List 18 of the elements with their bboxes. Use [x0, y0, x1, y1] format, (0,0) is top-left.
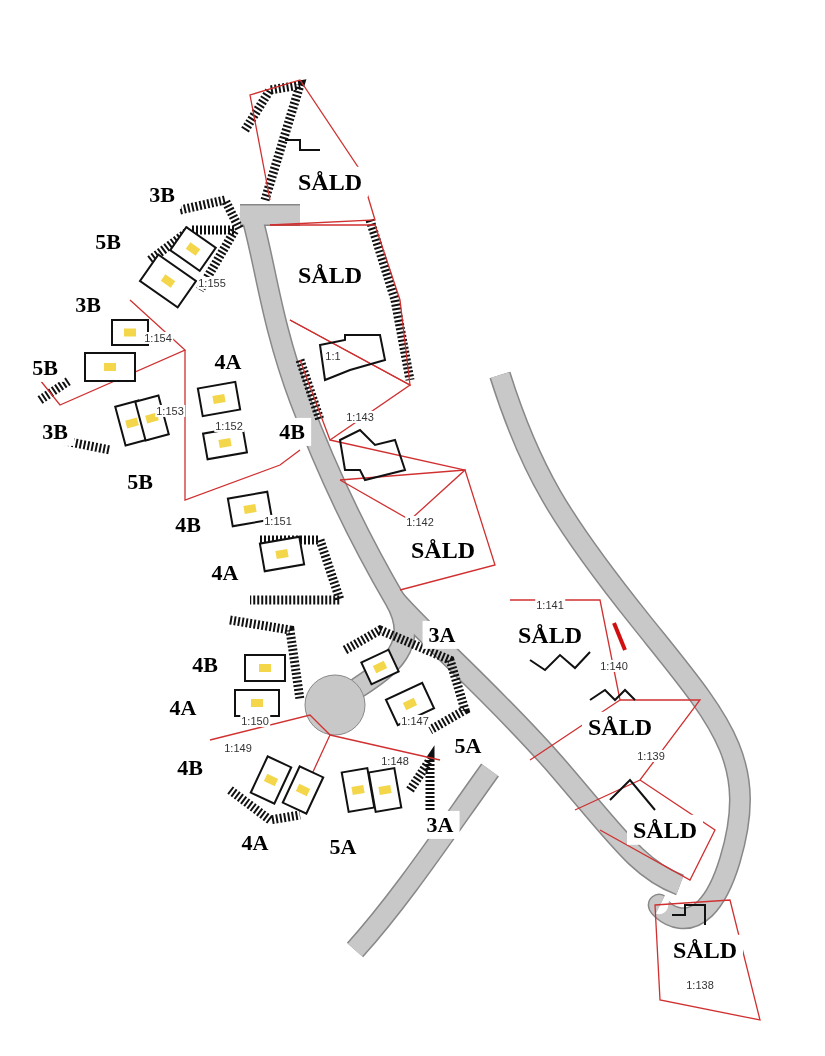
plot-number: 1:154	[143, 331, 173, 345]
house-type-label: 3A	[422, 620, 462, 650]
plot-number: 1:139	[636, 749, 666, 763]
plot-number: 1:155	[197, 276, 227, 290]
plot-number: 1:140	[599, 659, 629, 673]
plot-number: 1:143	[345, 410, 375, 424]
plot-number: 1:138	[685, 978, 715, 992]
plot-number: 1:142	[405, 515, 435, 529]
plot-number: 1:141	[535, 598, 565, 612]
plot-number: 1:150	[240, 714, 270, 728]
plot-number: 1:152	[214, 419, 244, 433]
plot-number: 1:148	[380, 754, 410, 768]
plot-number: 1:151	[263, 514, 293, 528]
plot-number: 1:149	[223, 741, 253, 755]
plot-number: 1:1	[324, 349, 342, 363]
plot-number: 1:147	[400, 714, 430, 728]
plot-number: 1:153	[155, 404, 185, 418]
sold-label: SÅLD	[627, 814, 703, 846]
